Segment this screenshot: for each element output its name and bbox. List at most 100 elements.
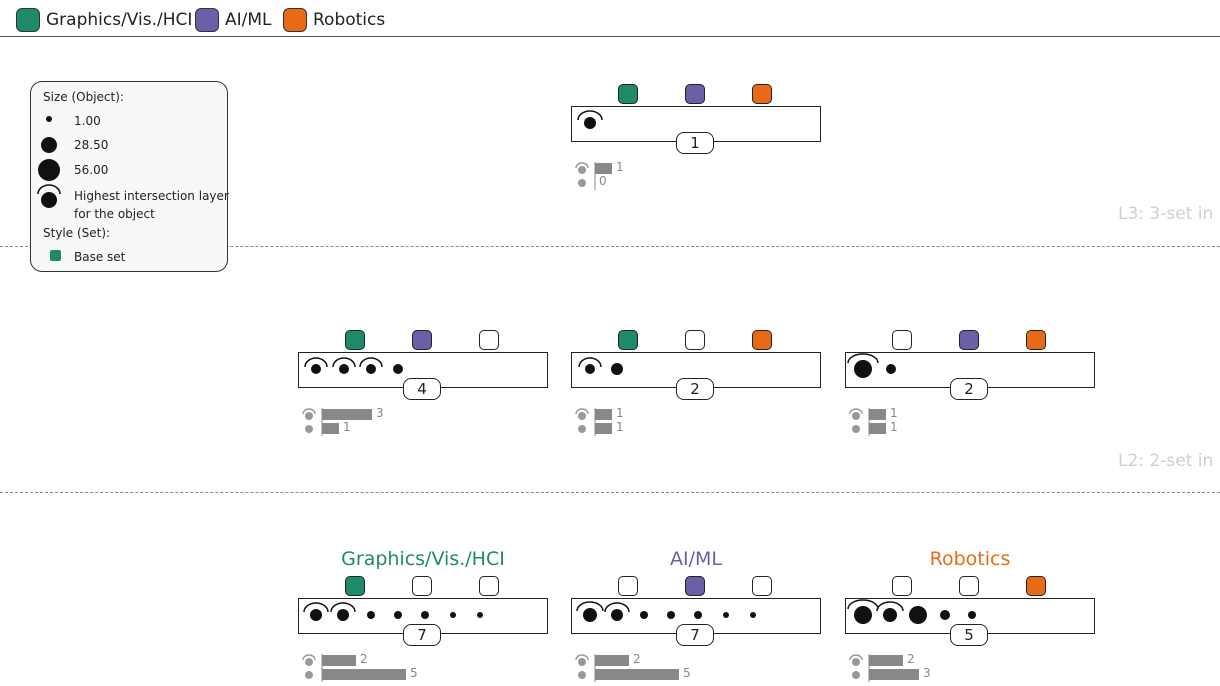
stat-rows xyxy=(849,654,919,682)
stat-value-bottom: 0 xyxy=(599,174,607,188)
set-indicator-graphics xyxy=(345,576,365,596)
object-dot-icon xyxy=(584,117,596,129)
stat-rows xyxy=(302,408,372,436)
legend-item-aiml: AI/ML xyxy=(195,8,272,32)
stat-arc-icon xyxy=(302,408,316,415)
legend-swatch-robotics xyxy=(283,8,307,32)
stat-value-bottom: 5 xyxy=(410,666,418,680)
highest-layer-label-2: for the object xyxy=(74,207,155,221)
stat-value-bottom: 5 xyxy=(683,666,691,680)
set-indicator-graphics xyxy=(618,84,638,104)
highest-layer-arc-icon xyxy=(304,357,328,368)
layer-label-l2: L2: 2-set in xyxy=(1118,451,1214,471)
stat-value-top: 2 xyxy=(907,652,915,666)
stat-dot-icon xyxy=(305,412,313,420)
object-dot-icon xyxy=(611,363,623,375)
stat-bar-top xyxy=(595,163,612,174)
object-dot-icon xyxy=(968,611,976,619)
stat-dot-icon xyxy=(578,658,586,666)
highest-layer-label-1: Highest intersection layer xyxy=(74,189,229,203)
stat-rows xyxy=(849,408,886,436)
highest-layer-arc-icon xyxy=(359,357,383,368)
layer-separator-l2 xyxy=(0,492,1220,493)
stat-bar-bottom xyxy=(322,423,339,434)
object-dot-icon xyxy=(394,611,402,619)
legend-label-robotics: Robotics xyxy=(313,10,386,30)
stat-dot-icon xyxy=(852,412,860,420)
legend-label-graphics: Graphics/Vis./HCI xyxy=(46,10,193,30)
stat-dot-icon xyxy=(852,658,860,666)
stat-bar-top xyxy=(595,655,629,666)
object-dot-icon xyxy=(694,611,702,619)
legend-label-aiml: AI/ML xyxy=(225,10,272,30)
object-dot-icon xyxy=(339,364,349,374)
stat-dot-icon xyxy=(578,179,586,187)
object-dot-icon xyxy=(854,360,872,378)
object-dot-icon xyxy=(421,611,429,619)
set-indicator-graphics xyxy=(892,576,912,596)
object-dot-icon xyxy=(940,610,950,620)
size-legend-title: Size (Object): xyxy=(43,90,124,104)
stat-dot-icon xyxy=(578,412,586,420)
object-dot-icon xyxy=(909,606,927,624)
set-indicator-aiml xyxy=(685,84,705,104)
highest-layer-arc-icon xyxy=(576,601,604,612)
highest-layer-arc-icon xyxy=(332,357,356,368)
stat-arc-icon xyxy=(575,654,589,661)
stat-bar-bottom xyxy=(869,423,886,434)
intersection-count: 7 xyxy=(676,624,714,646)
highest-layer-arc-icon xyxy=(578,357,602,368)
base-set-label: Base set xyxy=(74,250,126,264)
object-dot-icon xyxy=(883,608,897,622)
stat-dot-icon xyxy=(578,671,586,679)
stat-bar-top xyxy=(869,409,886,420)
stat-value-top: 1 xyxy=(890,406,898,420)
stat-arc-icon xyxy=(849,408,863,415)
stat-value-bottom: 3 xyxy=(923,666,931,680)
object-dot-icon xyxy=(585,364,595,374)
object-dot-icon xyxy=(337,609,349,621)
object-dot-icon xyxy=(310,609,322,621)
object-dot-icon xyxy=(393,364,403,374)
block-title: AI/ML xyxy=(670,548,722,570)
stat-value-bottom: 1 xyxy=(343,420,351,434)
size-label-medium: 28.50 xyxy=(74,138,109,152)
stat-rows xyxy=(575,162,612,190)
intersection-count: 1 xyxy=(676,132,714,154)
stat-dot-icon xyxy=(305,425,313,433)
size-legend-marks xyxy=(37,116,61,208)
stat-value-top: 2 xyxy=(360,652,368,666)
set-indicator-aiml xyxy=(959,330,979,350)
layer-separator-l3 xyxy=(0,246,1220,247)
stat-bar-bottom xyxy=(595,669,679,680)
set-legend: Graphics/Vis./HCI AI/ML Robotics xyxy=(0,0,1220,37)
stat-rows xyxy=(575,654,679,682)
legend-swatch-graphics xyxy=(16,8,40,32)
set-indicator-graphics xyxy=(618,330,638,350)
object-dot-icon xyxy=(886,364,896,374)
set-indicator-graphics xyxy=(892,330,912,350)
stat-bar-bottom xyxy=(869,669,919,680)
size-label-large: 56.00 xyxy=(74,163,109,177)
set-indicator-aiml xyxy=(412,576,432,596)
object-dot-icon xyxy=(450,612,456,618)
legend-swatch-aiml xyxy=(195,8,219,32)
highest-layer-arc-icon xyxy=(876,601,904,612)
object-dot-icon xyxy=(477,612,483,618)
stat-value-top: 1 xyxy=(616,406,624,420)
size-small-dot-icon xyxy=(46,116,52,122)
object-dot-icon xyxy=(750,612,756,618)
stat-arc-icon xyxy=(575,162,589,169)
stat-arc-icon xyxy=(849,654,863,661)
legend-item-graphics: Graphics/Vis./HCI xyxy=(16,8,192,32)
stat-bar-top xyxy=(595,409,612,420)
set-indicator-robotics xyxy=(752,84,772,104)
set-indicator-robotics xyxy=(752,576,772,596)
legend-item-robotics: Robotics xyxy=(283,8,385,32)
stat-dot-icon xyxy=(852,425,860,433)
stat-bar-top xyxy=(322,409,372,420)
size-label-small: 1.00 xyxy=(74,114,101,128)
intersection-count: 4 xyxy=(403,378,441,400)
